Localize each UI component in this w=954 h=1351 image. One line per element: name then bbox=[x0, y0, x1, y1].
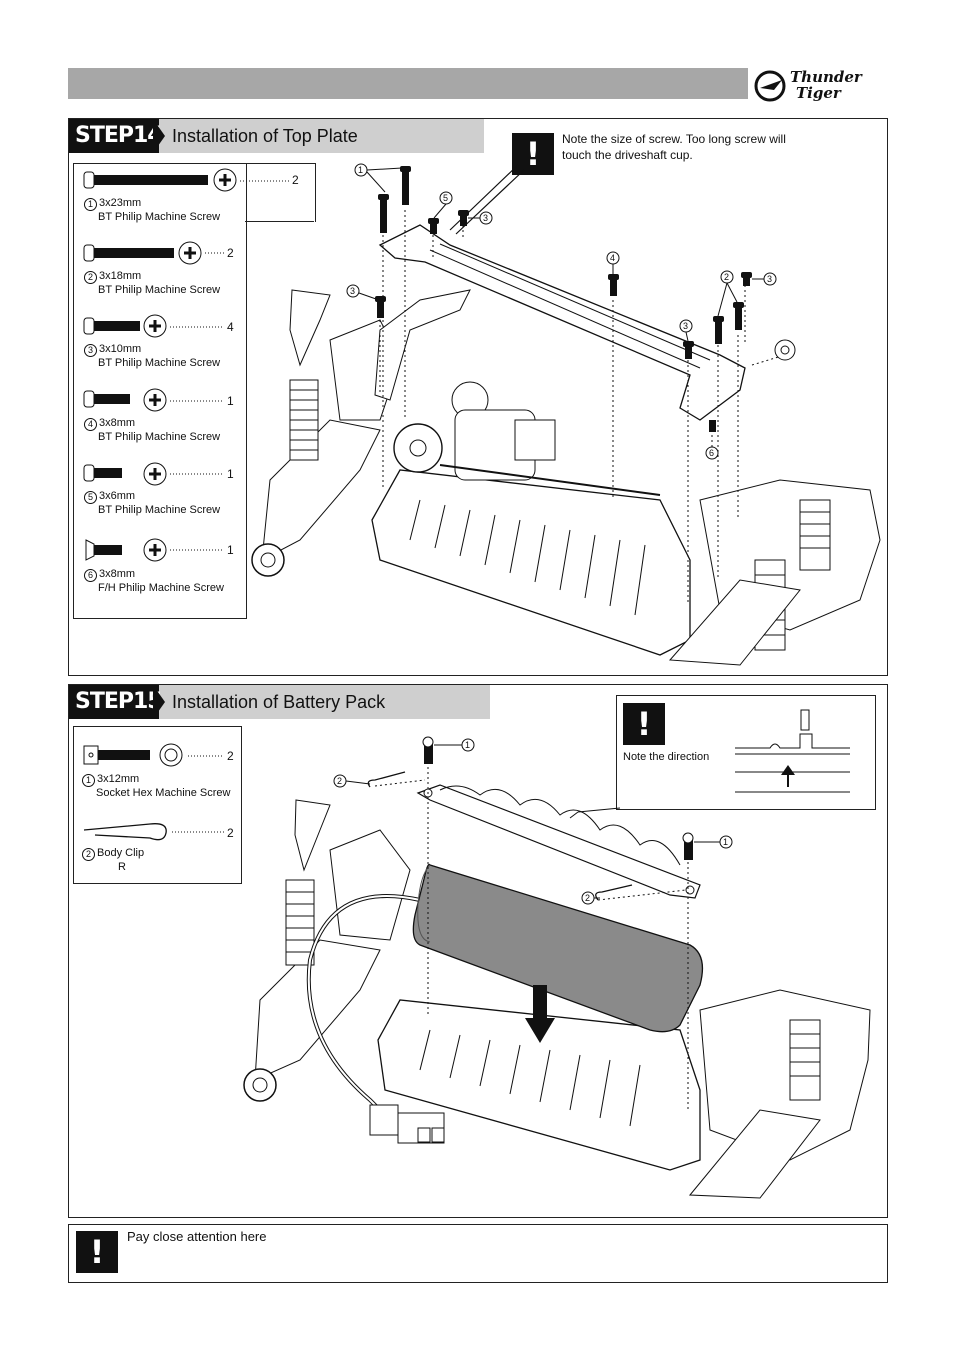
exclamation-icon: ! bbox=[512, 133, 554, 175]
up-arrow-icon bbox=[781, 765, 795, 787]
part6-qty: 1 bbox=[227, 543, 234, 557]
step15-badge-arrow bbox=[153, 685, 165, 719]
screw-3x23-icon bbox=[83, 168, 237, 192]
part1-qty: 2 bbox=[292, 173, 299, 187]
screw-3x18-icon bbox=[83, 241, 202, 265]
s15-part1-qty: 2 bbox=[227, 749, 234, 763]
step14-badge-arrow bbox=[153, 119, 165, 153]
s15-callout-2a: 2 bbox=[337, 776, 343, 786]
screw-3x10-icon bbox=[83, 314, 167, 338]
callout-5: 5 bbox=[443, 193, 449, 203]
screw-3x6-icon bbox=[83, 462, 167, 486]
step14-title: Installation of Top Plate bbox=[172, 126, 358, 146]
s15-callout-1a: 1 bbox=[465, 740, 471, 750]
exclamation-icon: ! bbox=[623, 703, 665, 745]
callout-4: 4 bbox=[610, 253, 616, 263]
step14-badge: STEP14 bbox=[69, 119, 163, 153]
callout-1: 1 bbox=[358, 165, 364, 175]
step15-title: Installation of Battery Pack bbox=[172, 692, 386, 712]
s15-callout-1b: 1 bbox=[723, 837, 729, 847]
part2-qty: 2 bbox=[227, 246, 234, 260]
callout-6: 6 bbox=[709, 448, 715, 458]
screw-fh-3x8-icon bbox=[85, 538, 167, 562]
callout-3d: 3 bbox=[683, 321, 689, 331]
step14-note: Note the size of screw. Too long screw w… bbox=[562, 132, 786, 162]
part4-qty: 1 bbox=[227, 394, 234, 408]
thunder-tiger-logo-icon: Thunder Tiger bbox=[752, 66, 892, 106]
s15-part2-qty: 2 bbox=[227, 826, 234, 840]
brand-line1: Thunder bbox=[790, 68, 862, 86]
s15-callout-2b: 2 bbox=[585, 893, 591, 903]
part5-qty: 1 bbox=[227, 467, 234, 481]
socket-screw-3x12-icon bbox=[83, 743, 183, 767]
header-bar bbox=[68, 68, 748, 99]
callout-3b: 3 bbox=[350, 286, 356, 296]
header-bar-cut bbox=[725, 68, 747, 99]
attention-note: Pay close attention here bbox=[127, 1229, 267, 1244]
part3-qty: 4 bbox=[227, 320, 234, 334]
callout-3c: 3 bbox=[767, 274, 773, 284]
down-arrow-icon bbox=[525, 985, 555, 1043]
callout-2: 2 bbox=[724, 272, 730, 282]
body-clip-icon bbox=[83, 823, 167, 841]
brand-line2: Tiger bbox=[796, 84, 841, 102]
exclamation-icon: ! bbox=[76, 1231, 118, 1273]
callout-3a: 3 bbox=[483, 213, 489, 223]
step15-note: Note the direction bbox=[623, 751, 710, 763]
attention-box bbox=[68, 1224, 888, 1283]
step15-badge: STEP15 bbox=[69, 685, 163, 719]
screw-3x8-icon bbox=[83, 388, 167, 412]
